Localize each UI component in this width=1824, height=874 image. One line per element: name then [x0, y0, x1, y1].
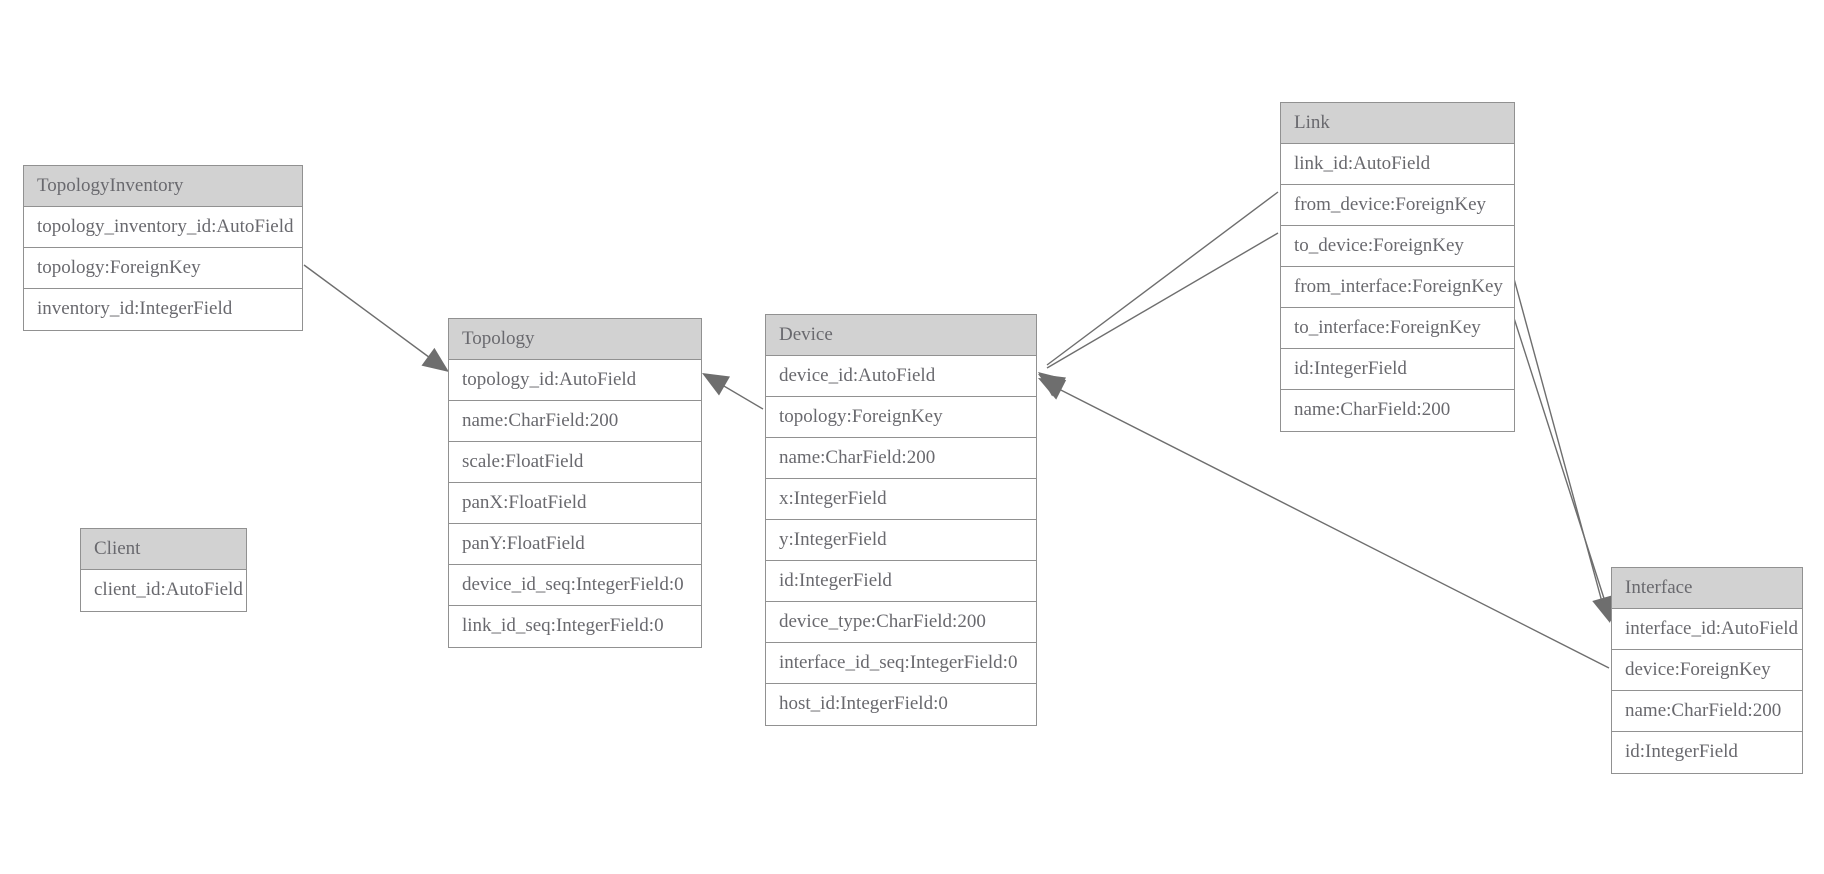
relation-link-tointerface-interface: [1512, 314, 1616, 624]
entity-field-row[interactable]: id:IntegerField: [1612, 732, 1802, 773]
entity-field-row[interactable]: from_device:ForeignKey: [1281, 185, 1514, 226]
entity-field-row[interactable]: interface_id:AutoField: [1612, 609, 1802, 650]
entity-field-row[interactable]: y:IntegerField: [766, 520, 1036, 561]
entity-field-row[interactable]: to_device:ForeignKey: [1281, 226, 1514, 267]
relation-device-topology: [702, 373, 764, 410]
entity-field-row[interactable]: panX:FloatField: [449, 483, 701, 524]
entity-field-row[interactable]: link_id:AutoField: [1281, 144, 1514, 185]
relation-link-frominterface-interface: [1512, 274, 1614, 623]
arrowhead-icon: [1038, 374, 1067, 397]
entity-title-device: Device: [766, 315, 1036, 356]
entity-field-row[interactable]: panY:FloatField: [449, 524, 701, 565]
relation-line: [1046, 191, 1279, 366]
entity-field-row[interactable]: topology:ForeignKey: [24, 248, 302, 289]
entity-field-row[interactable]: topology:ForeignKey: [766, 397, 1036, 438]
entity-field-row[interactable]: name:CharField:200: [1281, 390, 1514, 431]
relation-link-todevice-device: [1038, 232, 1279, 397]
entity-field-row[interactable]: device:ForeignKey: [1612, 650, 1802, 691]
entity-field-row[interactable]: device_id:AutoField: [766, 356, 1036, 397]
entity-field-row[interactable]: topology_inventory_id:AutoField: [24, 207, 302, 248]
entity-field-row[interactable]: inventory_id:IntegerField: [24, 289, 302, 330]
entity-field-row[interactable]: to_interface:ForeignKey: [1281, 308, 1514, 349]
entity-field-row[interactable]: topology_id:AutoField: [449, 360, 701, 401]
entity-field-row[interactable]: device_id_seq:IntegerField:0: [449, 565, 701, 606]
entity-field-row[interactable]: client_id:AutoField: [81, 570, 246, 611]
relation-line: [1512, 314, 1610, 615]
relation-line: [1046, 232, 1279, 369]
entity-field-row[interactable]: interface_id_seq:IntegerField:0: [766, 643, 1036, 684]
entity-field-row[interactable]: x:IntegerField: [766, 479, 1036, 520]
entity-field-row[interactable]: name:CharField:200: [766, 438, 1036, 479]
entity-title-interface: Interface: [1612, 568, 1802, 609]
arrowhead-icon: [1038, 378, 1067, 400]
entity-field-row[interactable]: name:CharField:200: [1612, 691, 1802, 732]
entity-title-client: Client: [81, 529, 246, 570]
entity-field-row[interactable]: name:CharField:200: [449, 401, 701, 442]
entity-field-row[interactable]: from_interface:ForeignKey: [1281, 267, 1514, 308]
relation-line: [711, 378, 764, 410]
entity-title-topology_inventory: TopologyInventory: [24, 166, 302, 207]
relation-line: [303, 264, 442, 367]
entity-field-row[interactable]: id:IntegerField: [1281, 349, 1514, 390]
entity-field-row[interactable]: link_id_seq:IntegerField:0: [449, 606, 701, 647]
entity-field-row[interactable]: scale:FloatField: [449, 442, 701, 483]
relation-line: [1512, 274, 1606, 614]
relation-link-fromdevice-device: [1038, 191, 1279, 397]
entity-field-row[interactable]: device_type:CharField:200: [766, 602, 1036, 643]
entity-field-row[interactable]: host_id:IntegerField:0: [766, 684, 1036, 725]
entity-field-row[interactable]: id:IntegerField: [766, 561, 1036, 602]
entity-title-topology: Topology: [449, 319, 701, 360]
entity-title-link: Link: [1281, 103, 1514, 144]
relation-topologyinventory-topology: [303, 264, 449, 372]
